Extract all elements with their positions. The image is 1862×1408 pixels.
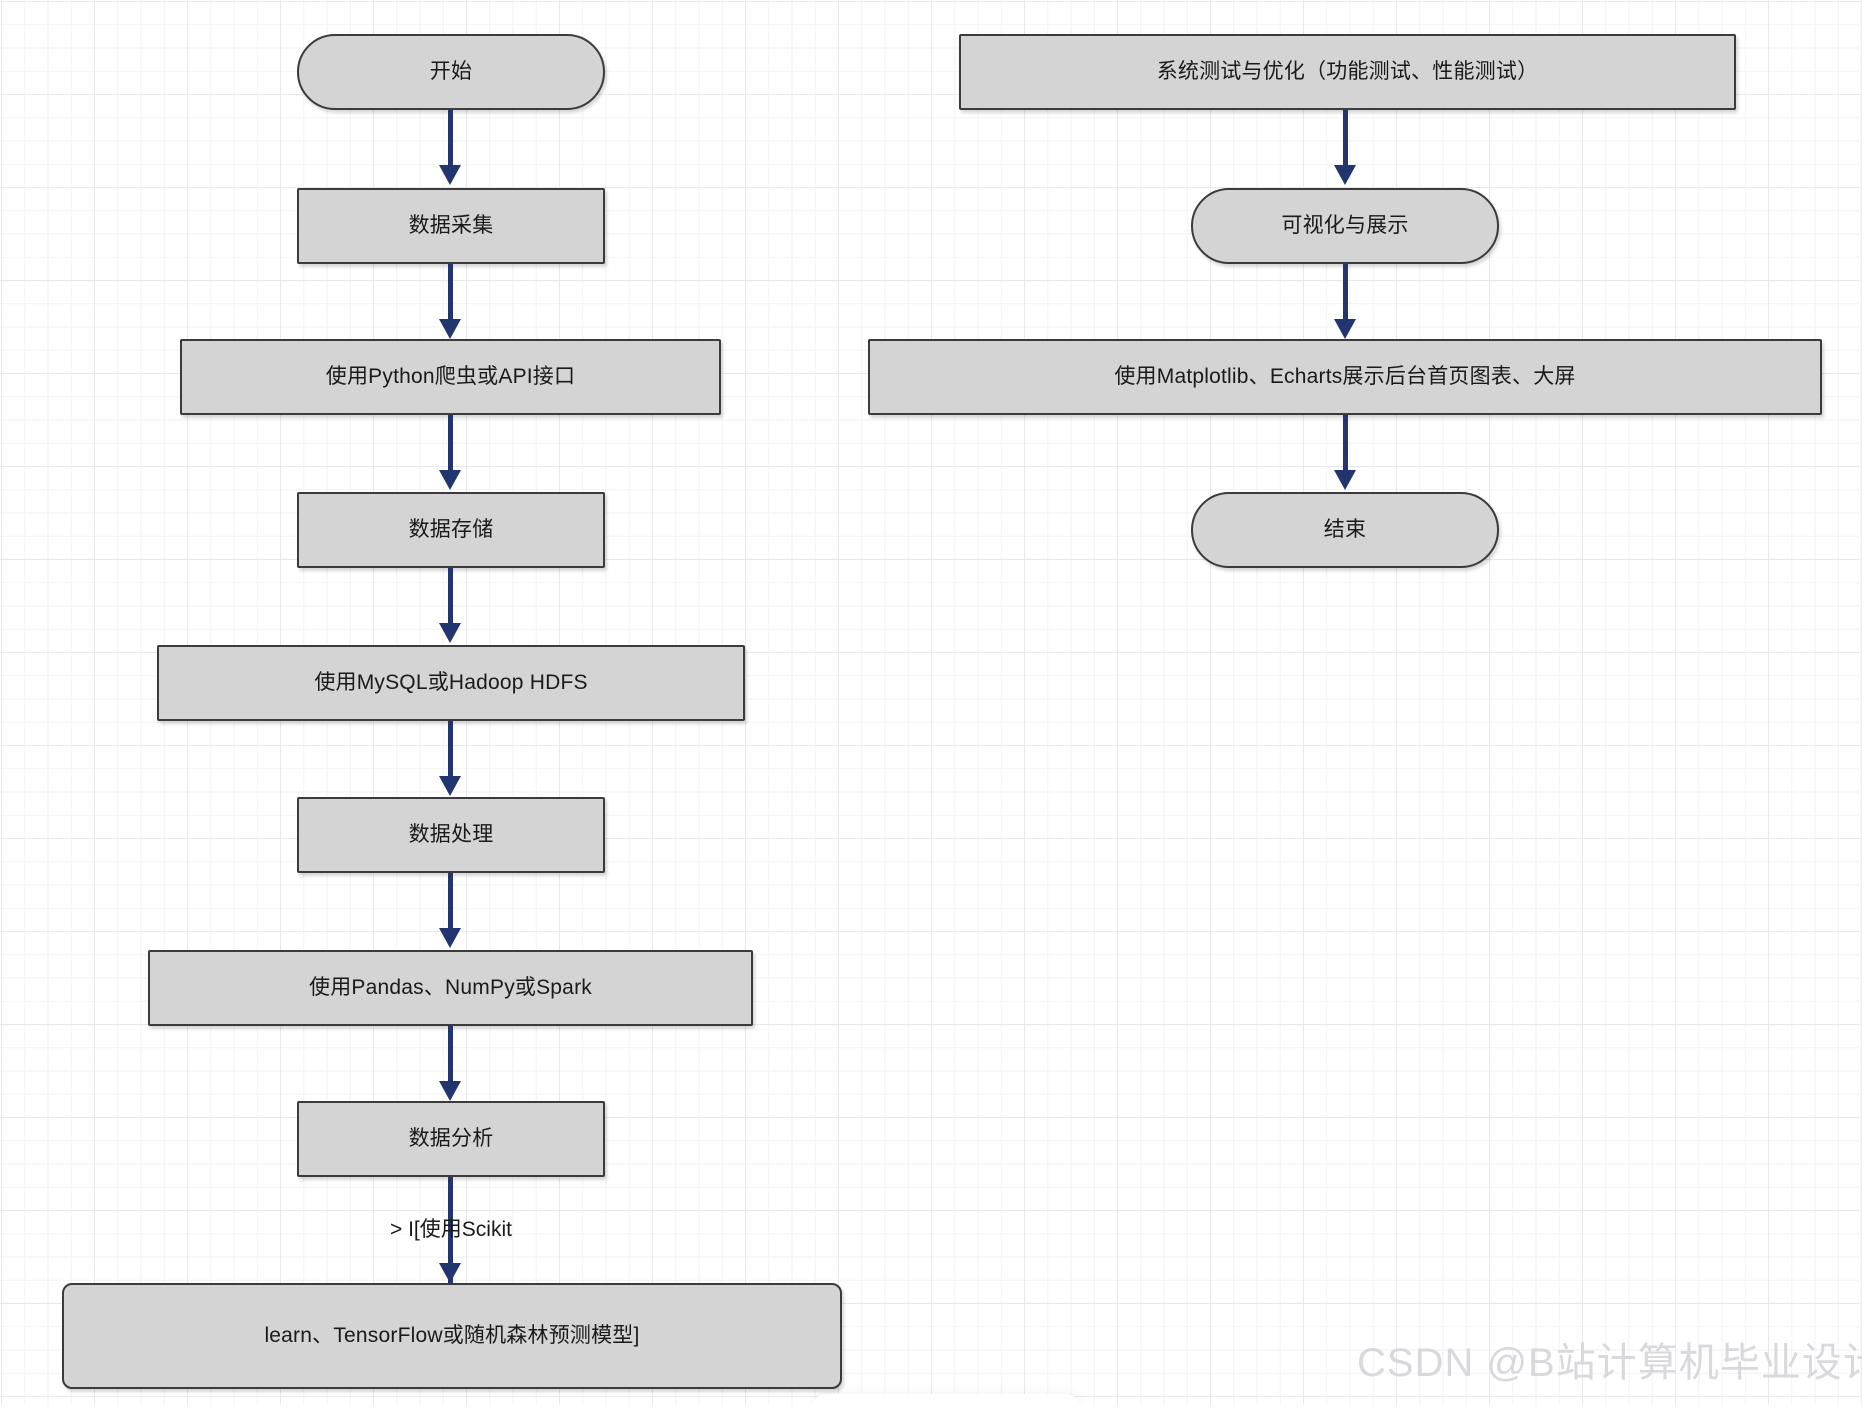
bottom-fade: [0, 1402, 1862, 1408]
node-start[interactable]: 开始: [297, 34, 605, 110]
arrowhead-collect-to-tool: [439, 319, 461, 339]
edge-tool-to-storage: [448, 415, 453, 473]
arrowhead-start-to-collect: [439, 165, 461, 185]
arrowhead-test-to-visual: [1334, 165, 1356, 185]
edge-libs-to-analysis: [448, 1026, 453, 1084]
node-visualization[interactable]: 可视化与展示: [1191, 188, 1499, 264]
edge-analysis-to-model: [448, 1177, 453, 1285]
arrowhead-libs-to-analysis: [439, 1081, 461, 1101]
arrowhead-analysis-to-model: [439, 1263, 461, 1283]
node-label: 数据采集: [408, 214, 494, 238]
node-label: 使用Pandas、NumPy或Spark: [309, 976, 592, 1000]
node-matplotlib-echarts[interactable]: 使用Matplotlib、Echarts展示后台首页图表、大屏: [868, 339, 1822, 415]
node-data-analysis[interactable]: 数据分析: [297, 1101, 605, 1177]
node-label: 使用Python爬虫或API接口: [325, 365, 576, 389]
node-label: 系统测试与优化（功能测试、性能测试）: [1156, 60, 1539, 84]
node-ml-models[interactable]: learn、TensorFlow或随机森林预测模型]: [62, 1283, 842, 1389]
node-system-test-optimization[interactable]: 系统测试与优化（功能测试、性能测试）: [959, 34, 1736, 110]
edge-collect-to-tool: [448, 264, 453, 322]
edge-db-to-process: [448, 721, 453, 779]
arrowhead-tool-to-storage: [439, 470, 461, 490]
edge-visual-to-tools: [1343, 264, 1348, 322]
arrowhead-tools-to-end: [1334, 470, 1356, 490]
node-label: 结束: [1323, 518, 1367, 542]
node-pandas-numpy-spark[interactable]: 使用Pandas、NumPy或Spark: [148, 950, 753, 1026]
node-data-storage[interactable]: 数据存储: [297, 492, 605, 568]
arrowhead-visual-to-tools: [1334, 319, 1356, 339]
node-label: 数据分析: [408, 1127, 494, 1151]
arrowhead-storage-to-db: [439, 623, 461, 643]
edge-start-to-collect: [448, 110, 453, 168]
node-label: 开始: [429, 60, 473, 84]
arrowhead-db-to-process: [439, 776, 461, 796]
node-python-crawler-api[interactable]: 使用Python爬虫或API接口: [180, 339, 721, 415]
node-label: learn、TensorFlow或随机森林预测模型]: [264, 1324, 640, 1348]
node-mysql-hadoop[interactable]: 使用MySQL或Hadoop HDFS: [157, 645, 745, 721]
edge-label-scikit: > I[使用Scikit: [390, 1218, 512, 1241]
node-label: 可视化与展示: [1281, 214, 1409, 238]
edge-tools-to-end: [1343, 415, 1348, 473]
node-data-processing[interactable]: 数据处理: [297, 797, 605, 873]
node-end[interactable]: 结束: [1191, 492, 1499, 568]
edge-process-to-libs: [448, 873, 453, 931]
arrowhead-process-to-libs: [439, 928, 461, 948]
node-label: 数据处理: [408, 823, 494, 847]
node-label: 数据存储: [408, 518, 494, 542]
node-label: 使用MySQL或Hadoop HDFS: [314, 671, 588, 695]
watermark-text: CSDN @B站计算机毕业设计大学: [1357, 1341, 1862, 1385]
edge-test-to-visual: [1343, 110, 1348, 168]
edge-storage-to-db: [448, 568, 453, 626]
node-data-collection[interactable]: 数据采集: [297, 188, 605, 264]
node-label: 使用Matplotlib、Echarts展示后台首页图表、大屏: [1114, 365, 1576, 389]
